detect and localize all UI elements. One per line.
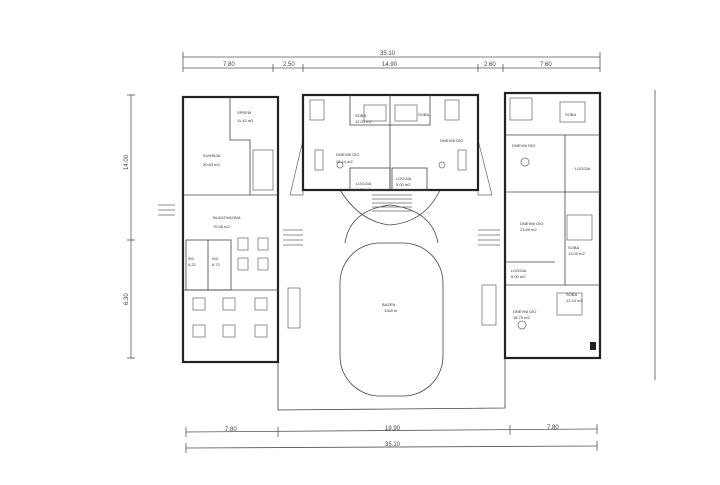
room-blagovaona-area: 70.48 m2 [213, 224, 230, 229]
room-loggia-a-area: 6.00 m2 [356, 187, 371, 192]
room-soba-d: SOBA [568, 245, 579, 250]
room-loggia-b-area: 5.00 m2 [396, 182, 411, 187]
room-dnevni-e: DNEVNI DIO [513, 309, 536, 314]
dim-left-2: 6.30 [124, 293, 130, 305]
room-loggia-b: LOGGIA [396, 176, 412, 181]
room-wc-2: WC [212, 256, 219, 261]
room-dnevni-b: DNEVNI DIO [440, 138, 463, 143]
dim-left-1: 14.00 [124, 154, 130, 170]
room-soba-d-area: 13.00 m2 [568, 251, 585, 256]
middle-apartments: SOBA 12.03 m2 SOBA DNEVNI DIO 24.14 m2 D… [301, 93, 480, 192]
left-wing: SPREM 11.42 m2 KUHINJA 30.63 m2 BLAGOVAO… [158, 95, 280, 364]
dim-top-1: 7.80 [223, 62, 235, 68]
room-wc-1: WC [188, 256, 195, 261]
dim-top-4: 2.60 [484, 62, 496, 68]
room-dnevni-a: DNEVNI DIO [336, 152, 359, 157]
dim-top-total: 35.10 [380, 51, 396, 57]
room-sprem: SPREM [237, 110, 251, 115]
room-soba-b: SOBA [418, 112, 429, 117]
dim-bottom-2: 19.90 [385, 426, 401, 432]
room-sprem-area: 11.42 m2 [237, 118, 254, 123]
room-dnevni-e-area: 18.75 m2 [513, 315, 530, 320]
room-kuhinja-area: 30.63 m2 [203, 162, 220, 167]
dim-bottom-total: 35.10 [385, 442, 401, 448]
room-loggia-d: LOGGIA [511, 268, 527, 273]
room-soba-c: SOBA [565, 112, 576, 117]
right-apartments: SOBA DNEVNI DIO LOGGIA DNEVNI DIO 23.69 … [503, 91, 602, 360]
room-soba-a-area: 12.03 m2 [355, 119, 372, 124]
room-loggia-c: LOGGIA [575, 166, 591, 171]
dim-top-2: 2.50 [283, 62, 295, 68]
room-dnevni-d-area: 23.69 m2 [520, 227, 537, 232]
pool-size: 13x8 m [384, 308, 398, 313]
left-dimensions: 14.00 6.30 [124, 90, 656, 380]
room-loggia-d-area: 6.00 m2 [511, 274, 526, 279]
dim-top-3: 14.90 [382, 62, 398, 68]
bottom-dimensions: 7.80 19.90 7.80 35.10 [185, 424, 598, 453]
pool-name: BAZEN [382, 302, 395, 307]
room-wc-1-area: 6.22 [188, 262, 197, 267]
pool [339, 242, 444, 397]
room-blagovaona: BLAGOVAONA [213, 215, 241, 220]
room-soba-e-area: 12.24 m2 [566, 298, 583, 303]
dining-tables [192, 237, 269, 338]
pool-deck: BAZEN 13x8 m [277, 139, 506, 411]
room-kuhinja: KUHINJA [203, 153, 220, 158]
dim-bottom-3: 7.80 [547, 425, 559, 431]
room-dnevni-a-area: 24.14 m2 [336, 159, 353, 164]
dim-top-5: 7.60 [540, 62, 552, 68]
top-dimensions: 35.10 7.80 2.50 14.90 2.60 7.60 [182, 51, 601, 72]
room-dnevni-d: DNEVNI DIO [520, 221, 543, 226]
room-soba-a: SOBA [355, 113, 366, 118]
room-wc-2-area: 6.72 [212, 262, 221, 267]
dim-bottom-1: 7.80 [225, 427, 237, 433]
room-soba-e: SOBA [566, 292, 577, 297]
room-loggia-a: LOGGIA [356, 181, 372, 186]
room-dnevni-c: DNEVNI DIO [512, 143, 535, 148]
